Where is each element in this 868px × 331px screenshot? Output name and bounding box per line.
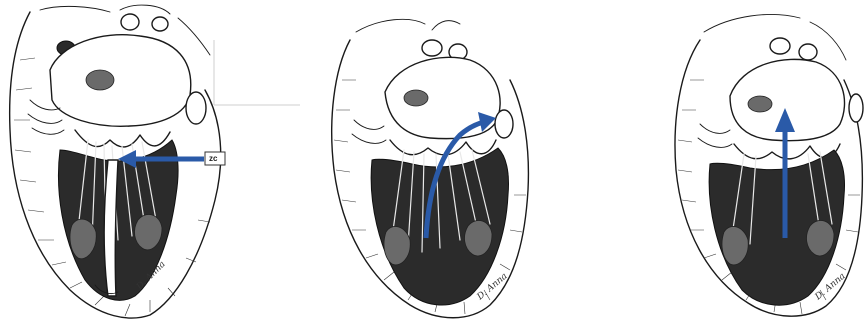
vessel-stump-top xyxy=(121,14,139,30)
vessel-stump-top-2 xyxy=(799,44,817,60)
septum xyxy=(104,160,118,296)
callout-label: zc xyxy=(209,154,218,163)
heart-panel-1: zc D. Anna xyxy=(0,0,300,331)
heart-panel-3: D. Anna xyxy=(660,0,868,331)
atrium-chamber xyxy=(50,35,191,127)
atrial-opening xyxy=(404,90,428,106)
valve-leaflets xyxy=(390,140,496,155)
vessel-stump-top-2 xyxy=(152,17,168,31)
left-vessel-tubes xyxy=(352,120,386,143)
left-vessel-tubes xyxy=(698,124,732,147)
auricle-right xyxy=(495,110,513,138)
valve-leaflets xyxy=(75,130,170,147)
auricle-right xyxy=(186,92,206,124)
auricle-right xyxy=(849,94,863,122)
vessel-stump-top xyxy=(770,38,790,54)
atrial-opening xyxy=(86,70,114,90)
vessel-stump-top xyxy=(422,40,442,56)
heart-panel-2: D. Anna xyxy=(320,0,550,331)
atrial-opening xyxy=(748,96,772,112)
top-tissue xyxy=(356,19,460,32)
